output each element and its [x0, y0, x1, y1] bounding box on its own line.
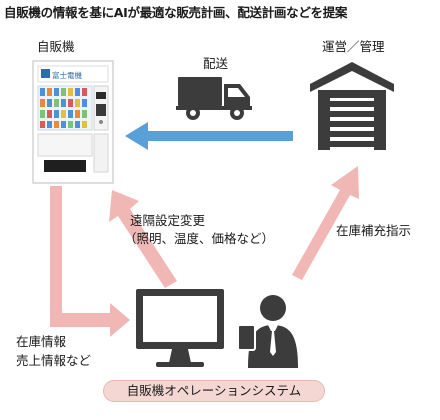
- remote-settings-arrow: [109, 190, 177, 288]
- page-title: 自販機の情報を基にAIが最適な販売計画、配送計画などを提案: [4, 5, 348, 20]
- system-label: 自販機オペレーションシステム: [103, 380, 325, 402]
- vending-brand-label: 富士電機: [52, 70, 82, 80]
- vending-machine-icon: 富士電機: [32, 60, 114, 184]
- stock-instruction-arrow: [292, 166, 359, 280]
- remote-settings-label-line1: 遠隔設定変更: [130, 213, 206, 228]
- vending-machine-label: 自販機: [37, 39, 75, 54]
- delivery-arrow: [125, 122, 293, 150]
- remote-settings-label-line2: （照明、温度、価格など）: [124, 231, 275, 246]
- warehouse-label: 運営／管理: [322, 39, 385, 54]
- warehouse-icon: [310, 62, 394, 150]
- inventory-arrow: [50, 186, 130, 337]
- operator-icon: [237, 295, 298, 368]
- monitor-icon: [136, 289, 224, 367]
- stock-instruction-label: 在庫補充指示: [336, 223, 412, 238]
- delivery-label: 配送: [203, 56, 229, 71]
- inventory-label-line1: 在庫情報: [16, 334, 67, 349]
- truck-icon: [176, 77, 252, 120]
- inventory-label-line2: 売上情報など: [16, 353, 92, 368]
